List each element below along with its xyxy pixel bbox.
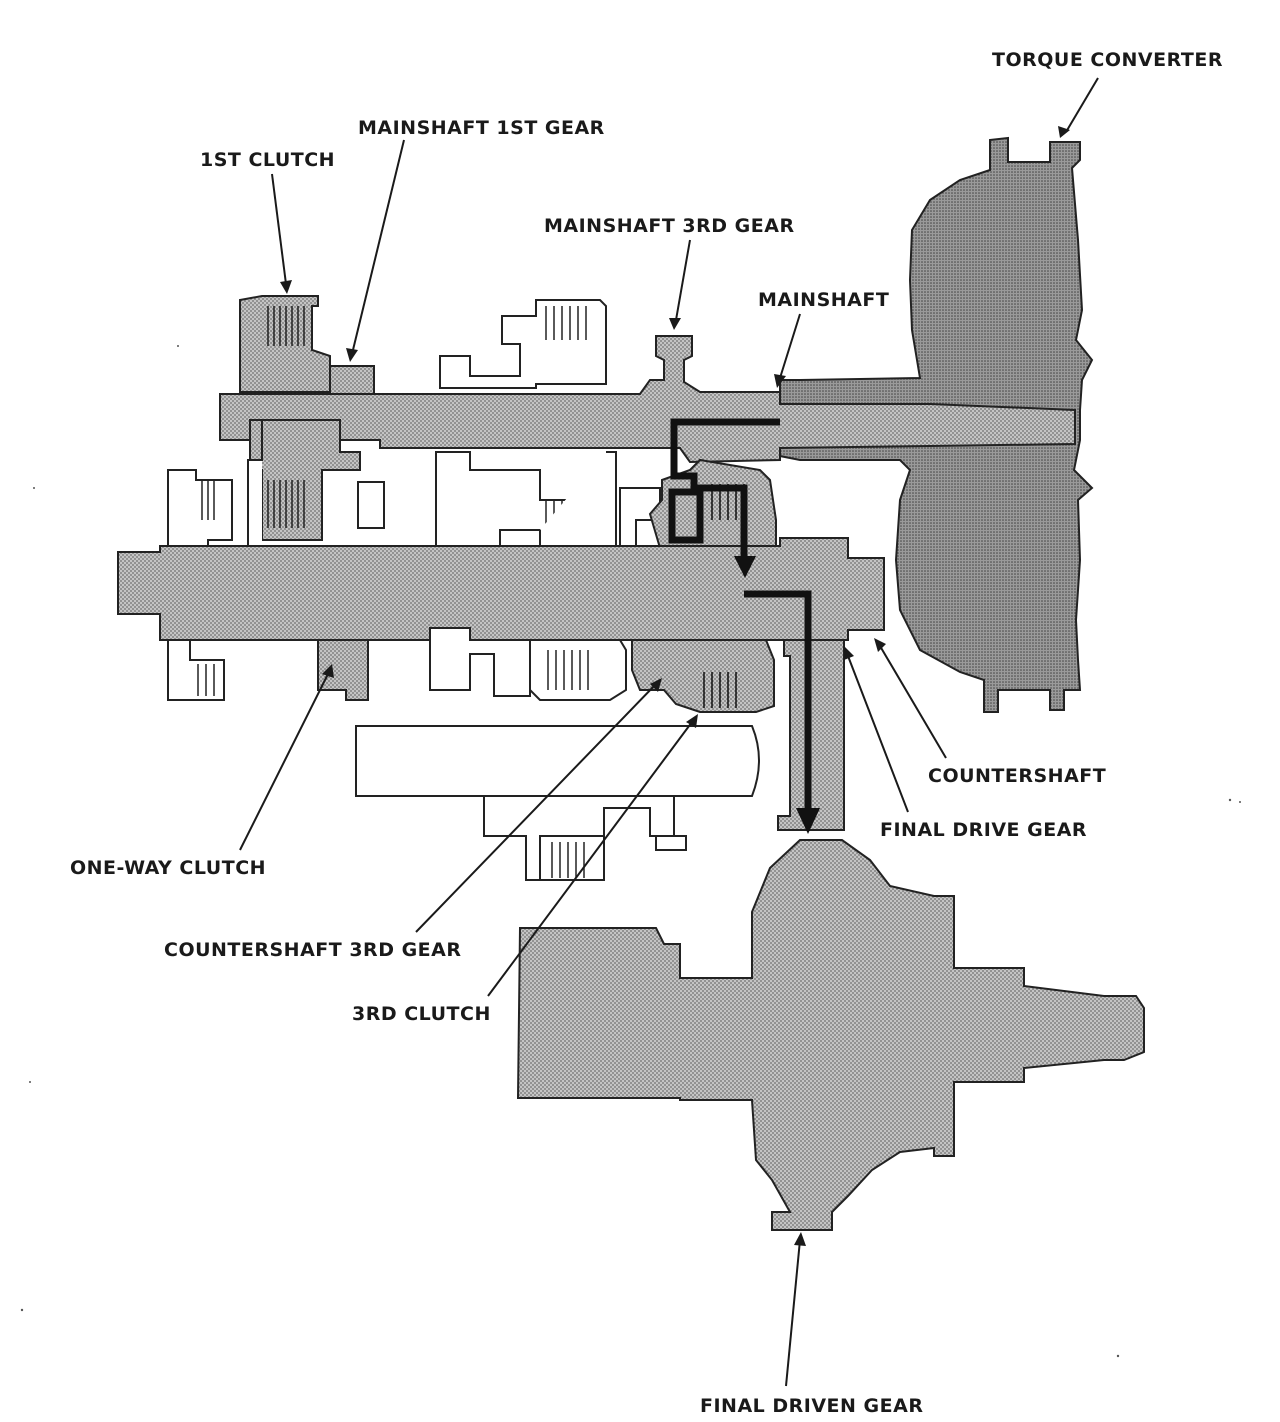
differential-assembly: [516, 839, 1145, 1231]
leader-countershaft: [879, 645, 947, 759]
leader-mainshaft-third-gear: [675, 239, 691, 321]
label-third-clutch: 3RD CLUTCH: [352, 1003, 491, 1025]
leader-torque-converter: [1065, 77, 1099, 133]
arrow-countershaft: [874, 638, 886, 652]
arrow-first-clutch: [280, 280, 292, 294]
arrow-final-driven-gear: [794, 1232, 806, 1246]
arrow-third-clutch: [686, 714, 698, 728]
leader-final-drive-gear: [847, 655, 909, 813]
one-way-clutch-assembly: [167, 469, 385, 701]
callout-labels: TORQUE CONVERTER MAINSHAFT 1ST GEAR 1ST …: [70, 49, 1223, 1417]
leader-lines: [239, 77, 1099, 1387]
label-countershaft: COUNTERSHAFT: [928, 765, 1106, 787]
arrow-mainshaft: [774, 374, 786, 388]
countershaft: [117, 537, 885, 641]
arrow-mainshaft-third-gear: [669, 318, 681, 330]
label-torque-converter: TORQUE CONVERTER: [992, 49, 1223, 71]
mainshaft-first-gear: [329, 365, 375, 395]
countershaft-clutch-lower: [429, 627, 627, 701]
leader-mainshaft-first-gear: [351, 139, 405, 355]
leader-one-way-clutch: [239, 673, 329, 851]
label-mainshaft-first-gear: MAINSHAFT 1ST GEAR: [358, 117, 605, 139]
label-countershaft-third-gear: COUNTERSHAFT 3RD GEAR: [164, 939, 462, 961]
leader-mainshaft: [779, 313, 801, 379]
label-first-clutch: 1ST CLUTCH: [200, 149, 335, 171]
power-flow-arrowhead-1: [734, 556, 756, 578]
arrow-one-way-clutch: [322, 664, 334, 678]
countershaft-third-gear-assembly: [631, 639, 775, 713]
label-final-driven-gear: FINAL DRIVEN GEAR: [700, 1395, 923, 1417]
arrow-countershaft-third-gear: [650, 678, 662, 692]
leader-final-driven-gear: [785, 1239, 801, 1387]
sub-shaft: [355, 725, 760, 881]
mainshaft: [219, 335, 1076, 464]
arrow-mainshaft-first-gear: [346, 348, 358, 362]
label-mainshaft: MAINSHAFT: [758, 289, 889, 311]
label-one-way-clutch: ONE-WAY CLUTCH: [70, 857, 266, 879]
label-final-drive-gear: FINAL DRIVE GEAR: [880, 819, 1087, 841]
arrow-final-drive-gear: [844, 646, 854, 660]
mainshaft-clutch-upper: [435, 299, 661, 555]
arrow-torque-converter: [1058, 126, 1070, 138]
power-flow-arrowhead-2: [796, 808, 820, 834]
first-clutch-assembly: [239, 295, 361, 561]
leader-first-clutch: [271, 173, 287, 285]
leader-countershaft-third-gear: [415, 683, 657, 933]
power-flow-path: [668, 418, 820, 834]
label-mainshaft-third-gear: MAINSHAFT 3RD GEAR: [544, 215, 795, 237]
scan-specks: [20, 345, 1241, 1358]
leader-third-clutch: [487, 721, 693, 997]
first-clutch-plates: [267, 306, 305, 528]
